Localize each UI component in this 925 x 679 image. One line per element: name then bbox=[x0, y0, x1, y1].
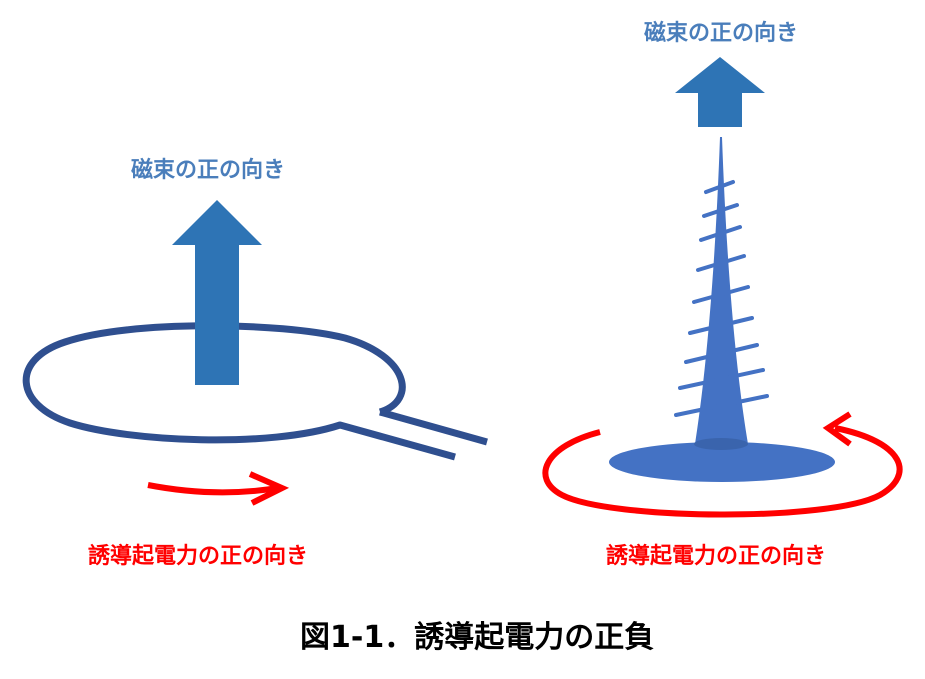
conductor-loop bbox=[22, 322, 456, 461]
emf-arrow-right-head bbox=[822, 411, 852, 447]
cone-tick bbox=[678, 368, 765, 390]
cone-tick bbox=[696, 254, 746, 272]
cone-tick bbox=[688, 316, 754, 335]
flux-label-right: 磁束の正の向き bbox=[644, 21, 799, 46]
emf-arrow-right-ring bbox=[542, 425, 903, 518]
lead-wire-upper bbox=[379, 408, 488, 446]
cone-tick bbox=[702, 203, 739, 218]
figure-caption: 図1-1．誘導起電力の正負 bbox=[300, 620, 655, 655]
cone-tick bbox=[692, 285, 750, 304]
flux-label-left: 磁束の正の向き bbox=[131, 158, 286, 183]
emf-arrow-left-head bbox=[248, 471, 290, 506]
cone-foot bbox=[694, 438, 748, 450]
cone-base bbox=[609, 442, 835, 482]
emf-arrow-left-shaft bbox=[147, 482, 279, 496]
cone-tick bbox=[674, 394, 769, 417]
emf-label-right: 誘導起電力の正の向き bbox=[606, 544, 827, 569]
cone-tick bbox=[699, 225, 742, 242]
cone-tick bbox=[684, 343, 759, 364]
cone-tick bbox=[704, 180, 735, 194]
cone-ticks bbox=[674, 180, 769, 417]
emf-label-left: 誘導起電力の正の向き bbox=[88, 544, 309, 569]
flux-arrow-left bbox=[172, 200, 262, 385]
flux-arrow-right bbox=[675, 57, 765, 127]
